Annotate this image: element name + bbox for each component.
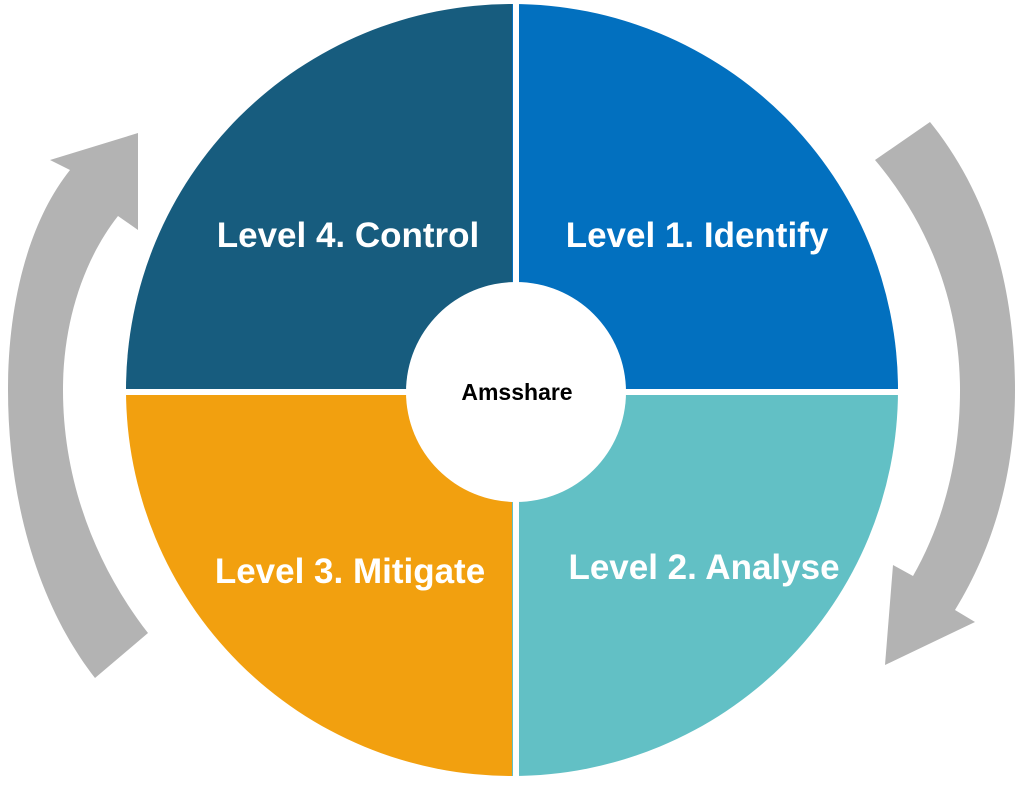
cycle-arrows (8, 122, 1015, 678)
quadrant-identify (512, 4, 898, 390)
label-level-1-identify: Level 1. Identify (566, 216, 829, 255)
label-level-2-analyse: Level 2. Analyse (568, 548, 839, 587)
quadrant-mitigate (126, 390, 512, 776)
left-arrow-icon (8, 133, 148, 678)
quadrant-analyse (512, 390, 898, 776)
label-level-4-control: Level 4. Control (217, 216, 480, 255)
center-label: Amsshare (461, 379, 572, 405)
center-hub (406, 282, 626, 502)
label-level-3-mitigate: Level 3. Mitigate (215, 552, 485, 591)
cycle-wheel (100, 0, 924, 787)
quadrant-control (126, 4, 512, 390)
right-arrow-icon (875, 122, 1015, 665)
